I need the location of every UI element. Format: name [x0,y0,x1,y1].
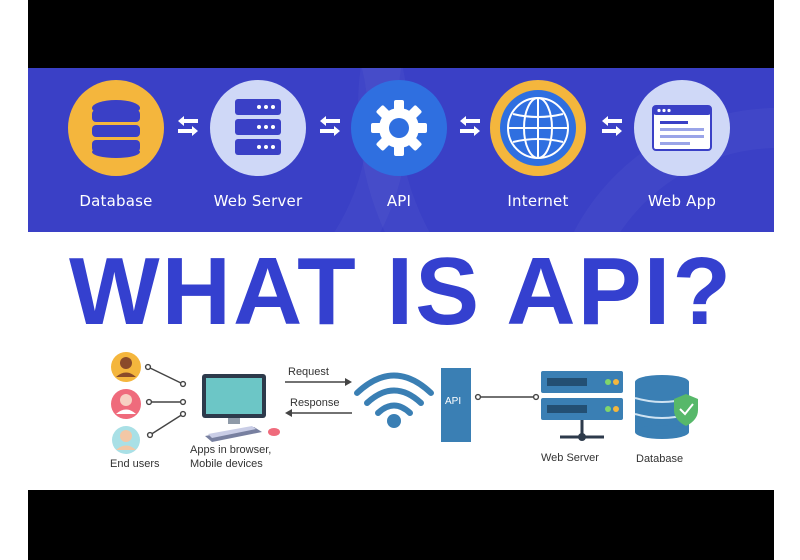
swap-arrows-icon [178,116,198,136]
web-server-label: Web Server [541,452,599,464]
wifi-dot [387,414,401,428]
frame-top-bar [28,0,774,68]
server-icon [235,99,281,155]
banner: Database Web Server API Internet Web App [28,68,774,232]
request-label: Request [288,366,329,378]
globe-icon [500,90,576,166]
frame-bottom-bar [28,490,774,560]
apps-label-line1: Apps in browser, [190,444,272,456]
wifi-icon [354,372,434,416]
swap-arrows-icon [460,116,480,136]
user-connections [144,363,187,439]
user-avatar-icon [111,389,141,419]
swap-arrows-icon [602,116,622,136]
frame-left-margin [0,0,28,560]
user-avatar-icon [111,352,141,382]
swap-arrows-icon [320,116,340,136]
response-label: Response [290,397,340,409]
api-circle [351,80,447,176]
banner-label-web-server: Web Server [213,192,303,210]
gear-icon [371,100,427,156]
headline: WHAT IS API? [69,238,733,345]
computer-monitor-icon [202,374,266,424]
database-circle [68,80,164,176]
banner-label-api: API [386,192,412,210]
browser-window-icon [652,105,712,151]
banner-label-database: Database [79,192,153,210]
web-app-circle [634,80,730,176]
response-arrow [285,409,352,417]
database-label: Database [636,453,684,465]
user-avatar-icon [112,426,140,454]
mouse-icon [268,428,280,436]
end-users-label: End users [110,458,160,470]
api-server-connection [474,393,540,401]
server-rack-icon [541,371,623,441]
keyboard-icon [205,426,262,442]
banner-label-internet: Internet [507,192,569,210]
database-icon [92,100,140,158]
database-shield-icon [634,375,698,439]
request-arrow [285,378,352,386]
apps-label-line2: Mobile devices [190,458,263,470]
internet-circle [490,80,586,176]
web-server-circle [210,80,306,176]
banner-label-web-app: Web App [647,192,717,210]
frame-right-margin [774,0,800,560]
api-block-label: API [445,396,462,407]
